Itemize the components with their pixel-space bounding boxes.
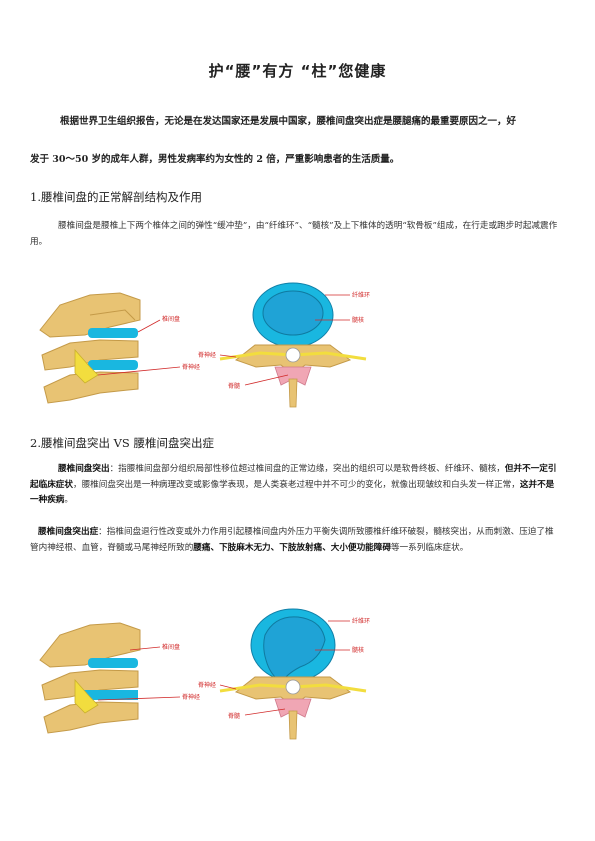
p2-text-b: 等一系列临床症状。: [390, 542, 469, 553]
page-title: 护“腰”有方 “柱”您健康: [208, 62, 387, 80]
p1-bold-2: 这并不是一种疾病: [30, 479, 555, 506]
label-disc-2: 椎间盘: [162, 643, 180, 651]
herniated-disc-figure: 椎间盘 脊神经 纤维环 髓核 脊神经 脊髓: [39, 608, 370, 740]
label-annulus-1: 纤维环: [352, 291, 370, 299]
section-2-paragraph-1: 腰椎间盘突出：指腰椎间盘部分组织局部性移位超过椎间盘的正常边缘，突出的组织可以是…: [30, 462, 560, 509]
term-disc-protrusion: 腰椎间盘突出: [58, 464, 110, 474]
disc-axial-normal: [219, 282, 367, 408]
intro-line-1: 根据世界卫生组织报告，无论是在发达国家还是发展中国家，腰椎间盘突出症是腰腿痛的最…: [60, 116, 517, 127]
p2-text-a: ：指椎间盘退行性改变或外力作用引起腰椎间盘内外压力平衡失调所致腰椎纤维环破裂，髓…: [30, 527, 554, 553]
spine-sagittal-normal: [39, 292, 181, 404]
label-annulus-2: 纤维环: [352, 617, 370, 625]
label-spinal-cord-1: 脊髓: [228, 382, 240, 390]
label-spinal-cord-2: 脊髓: [228, 712, 240, 720]
p1-text-a: ：指腰椎间盘部分组织局部性移位超过椎间盘的正常边缘，突出的组织可以是软骨终板、纤…: [109, 464, 505, 474]
label-spinal-nerve-1: 脊神经: [182, 363, 200, 371]
term-disc-herniation: 腰椎间盘突出症: [38, 527, 99, 537]
label-disc-1: 椎间盘: [162, 315, 180, 323]
section-1-heading: 1.腰椎间盘的正常解剖结构及作用: [30, 190, 202, 204]
section-2-heading: 2.腰椎间盘突出 VS 腰椎间盘突出症: [30, 436, 214, 450]
normal-disc-figure: 椎间盘 脊神经 纤维环 髓核 脊神经 脊髓: [39, 282, 370, 408]
label-spinal-nerve-2: 脊神经: [182, 693, 200, 701]
label-nucleus-1: 髓核: [352, 316, 364, 324]
p2-bold: 腰痛、下肢麻木无力、下肢放射痛、大小便功能障碍: [193, 542, 391, 553]
p1-text-c: 。: [64, 495, 73, 505]
p1-text-b: ，腰椎间盘突出是一种病理改变或影像学表现，是人类衰老过程中并不可少的变化，就像出…: [72, 479, 520, 490]
label-spinal-nerve-2b: 脊神经: [198, 681, 216, 689]
spine-sagittal-herniated: [39, 622, 181, 734]
intro-line-2: 发于 30～50 岁的成年人群，男性发病率约为女性的 2 倍，严重影响患者的生活…: [30, 154, 400, 165]
disc-axial-herniated: [219, 608, 367, 740]
p1-bold-1: 但并不一定引起临床症状: [30, 464, 557, 490]
section-2-paragraph-2: 腰椎间盘突出症：指椎间盘退行性改变或外力作用引起腰椎间盘内外压力平衡失调所致腰椎…: [30, 525, 560, 556]
section-1-text: 腰椎间盘是腰椎上下两个椎体之间的弹性“缓冲垫”，由“纤维环”、“髓核”及上下椎体…: [30, 221, 558, 247]
label-spinal-nerve-1b: 脊神经: [198, 351, 216, 359]
label-nucleus-2: 髓核: [352, 646, 364, 654]
